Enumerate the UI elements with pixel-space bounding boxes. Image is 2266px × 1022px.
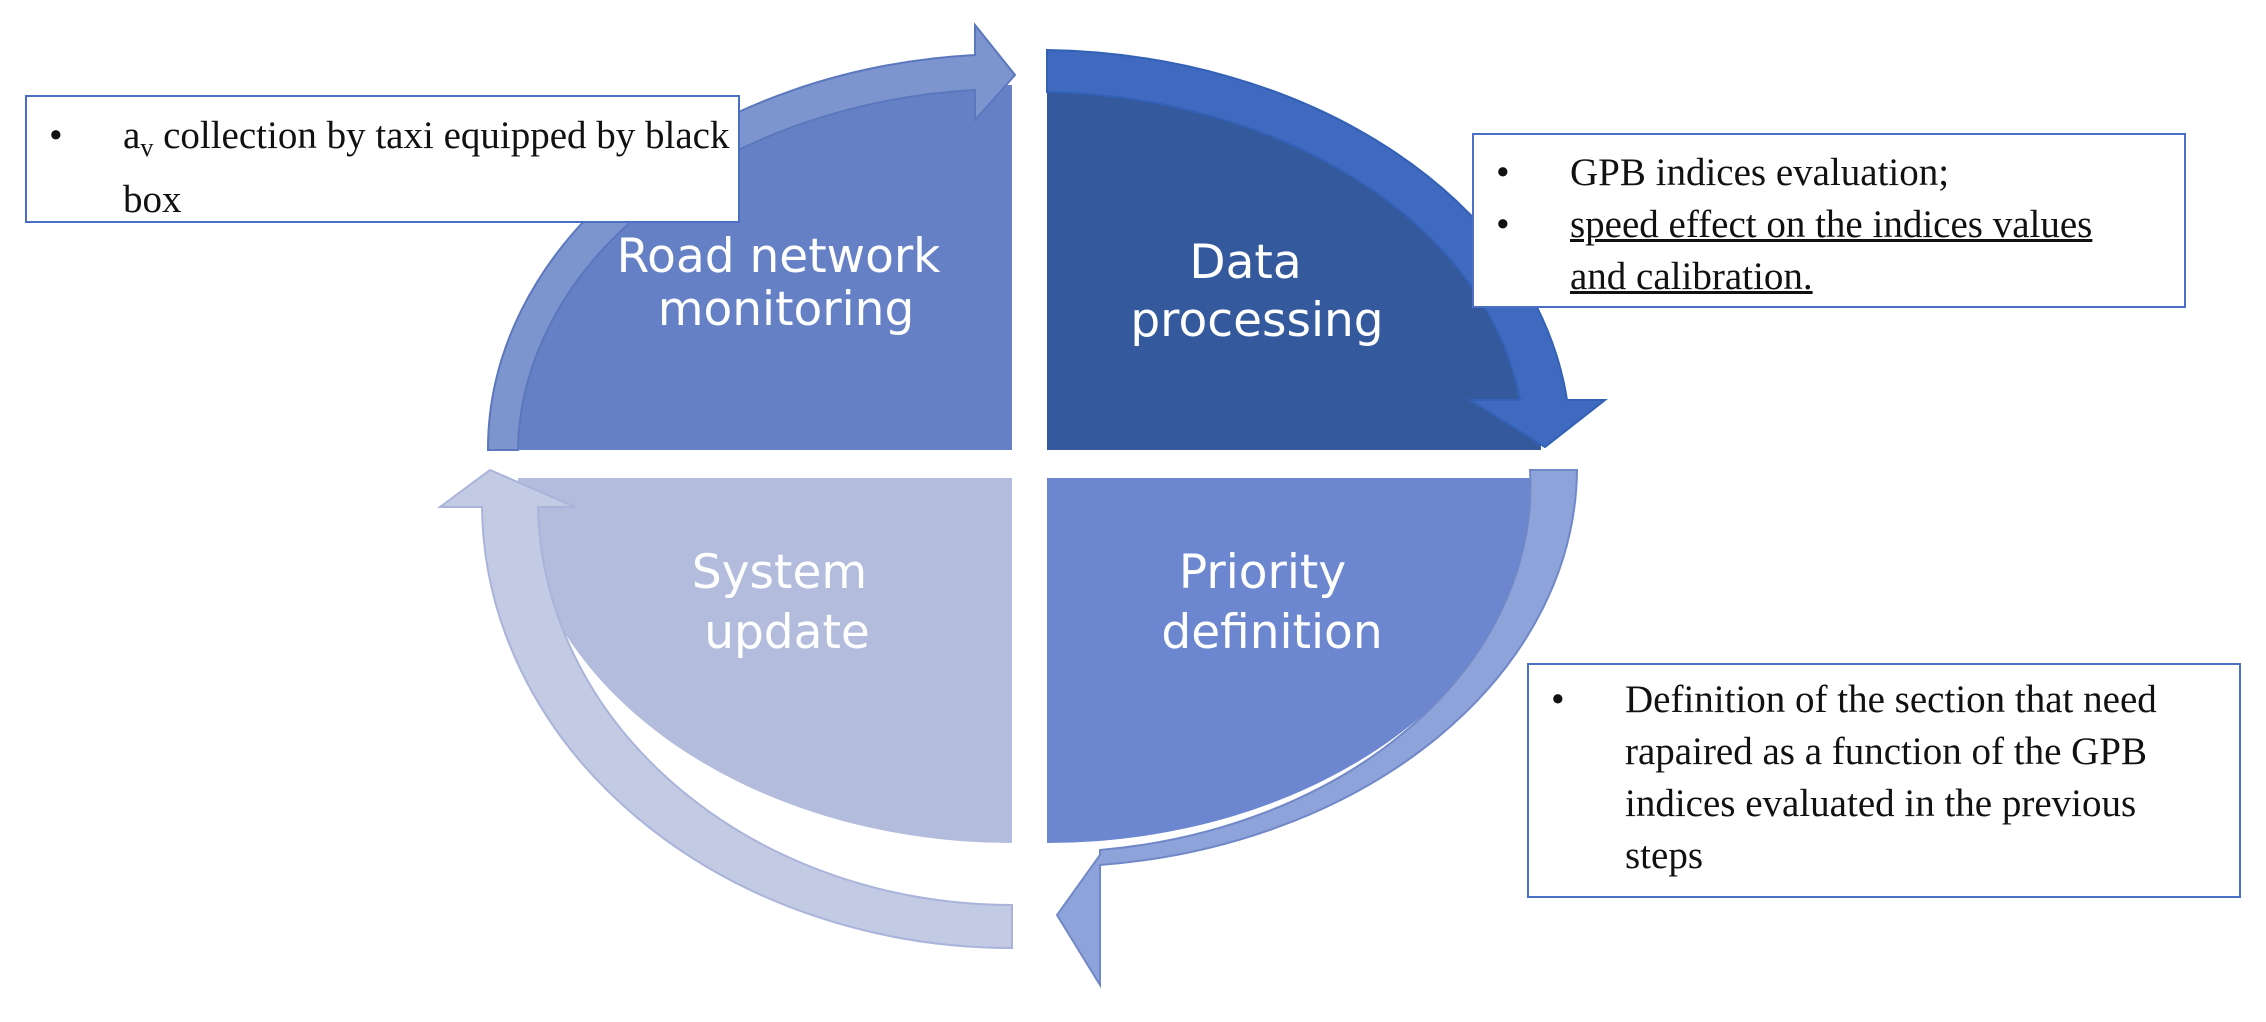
av-subscript: v [140, 133, 154, 162]
av-variable: a [123, 114, 141, 157]
quadrant-road-network-monitoring [518, 85, 1012, 450]
quadrant-data-processing [1047, 85, 1541, 450]
arrow-priority-definition [1055, 469, 1579, 989]
label-road-network-monitoring: Road network monitoring [617, 229, 956, 337]
arrow-system-update [436, 468, 1013, 950]
note-monitoring-text: collection by taxi equipped by black box [123, 114, 730, 221]
note-monitoring: • av collection by taxi equipped by blac… [25, 95, 740, 223]
note-processing-text-1: GPB indices evaluation; [1570, 151, 1950, 194]
label-system-update: System update [692, 545, 882, 660]
note-priority-text: Definition of the section that need rapa… [1625, 678, 2157, 877]
bullet-icon: • [1551, 678, 1565, 721]
bullet-icon: • [49, 114, 63, 157]
note-processing: • GPB indices evaluation; • speed effect… [1472, 133, 2186, 308]
note-monitoring-item: • av collection by taxi equipped by blac… [27, 110, 738, 226]
label-data-processing: Data processing [1130, 235, 1383, 348]
bullet-icon: • [1496, 203, 1510, 246]
label-priority-definition: Priority definition [1161, 545, 1382, 660]
note-processing-item-2: • speed effect on the indices values and… [1474, 199, 2144, 303]
note-priority-item: • Definition of the section that need ra… [1529, 674, 2194, 882]
quadrant-priority-definition [1047, 478, 1541, 843]
note-processing-text-2: speed effect on the indices values and c… [1570, 203, 2093, 298]
note-priority: • Definition of the section that need ra… [1527, 663, 2241, 898]
arrow-road-network-monitoring [486, 22, 1017, 451]
note-processing-item-1: • GPB indices evaluation; [1474, 147, 2144, 199]
bullet-icon: • [1496, 151, 1510, 194]
quadrant-system-update [518, 478, 1012, 843]
